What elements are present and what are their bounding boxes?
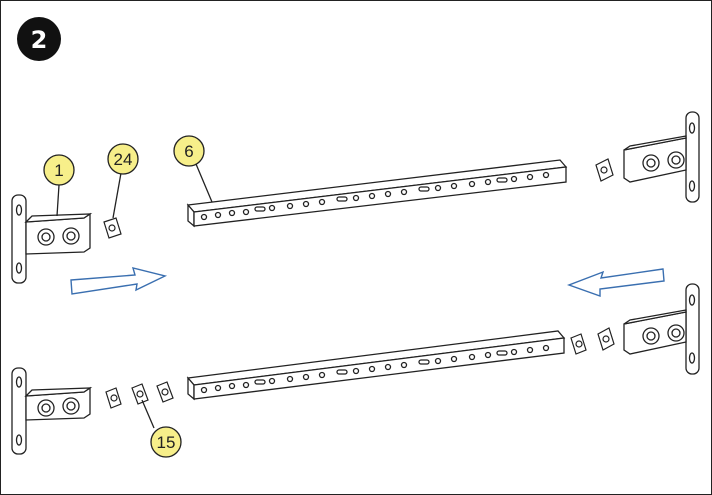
slot-nuts-bottom-right [570,327,615,355]
slot-nut-top-left [103,217,122,239]
bracket-left-top [11,194,93,284]
rail-bottom [186,330,566,401]
bracket-right-bottom [623,283,700,375]
arrow-left [566,268,665,297]
callout-1-label: 1 [54,161,63,180]
callout-24: 24 [107,143,139,219]
slot-nut-top-right [595,158,614,182]
callout-6-label: 6 [184,142,193,161]
arrow-right [70,267,168,295]
callout-15: 15 [141,399,182,458]
callout-6: 6 [173,135,213,203]
step-badge: 2 [17,17,61,61]
callout-24-label: 24 [114,150,133,169]
bracket-left-bottom [11,367,93,455]
slot-nuts-bottom-left [105,381,174,409]
rail-top [186,159,568,228]
step-number: 2 [31,26,48,54]
callout-1: 1 [43,154,75,217]
bracket-right-top [623,111,700,203]
callout-15-label: 15 [157,433,176,452]
